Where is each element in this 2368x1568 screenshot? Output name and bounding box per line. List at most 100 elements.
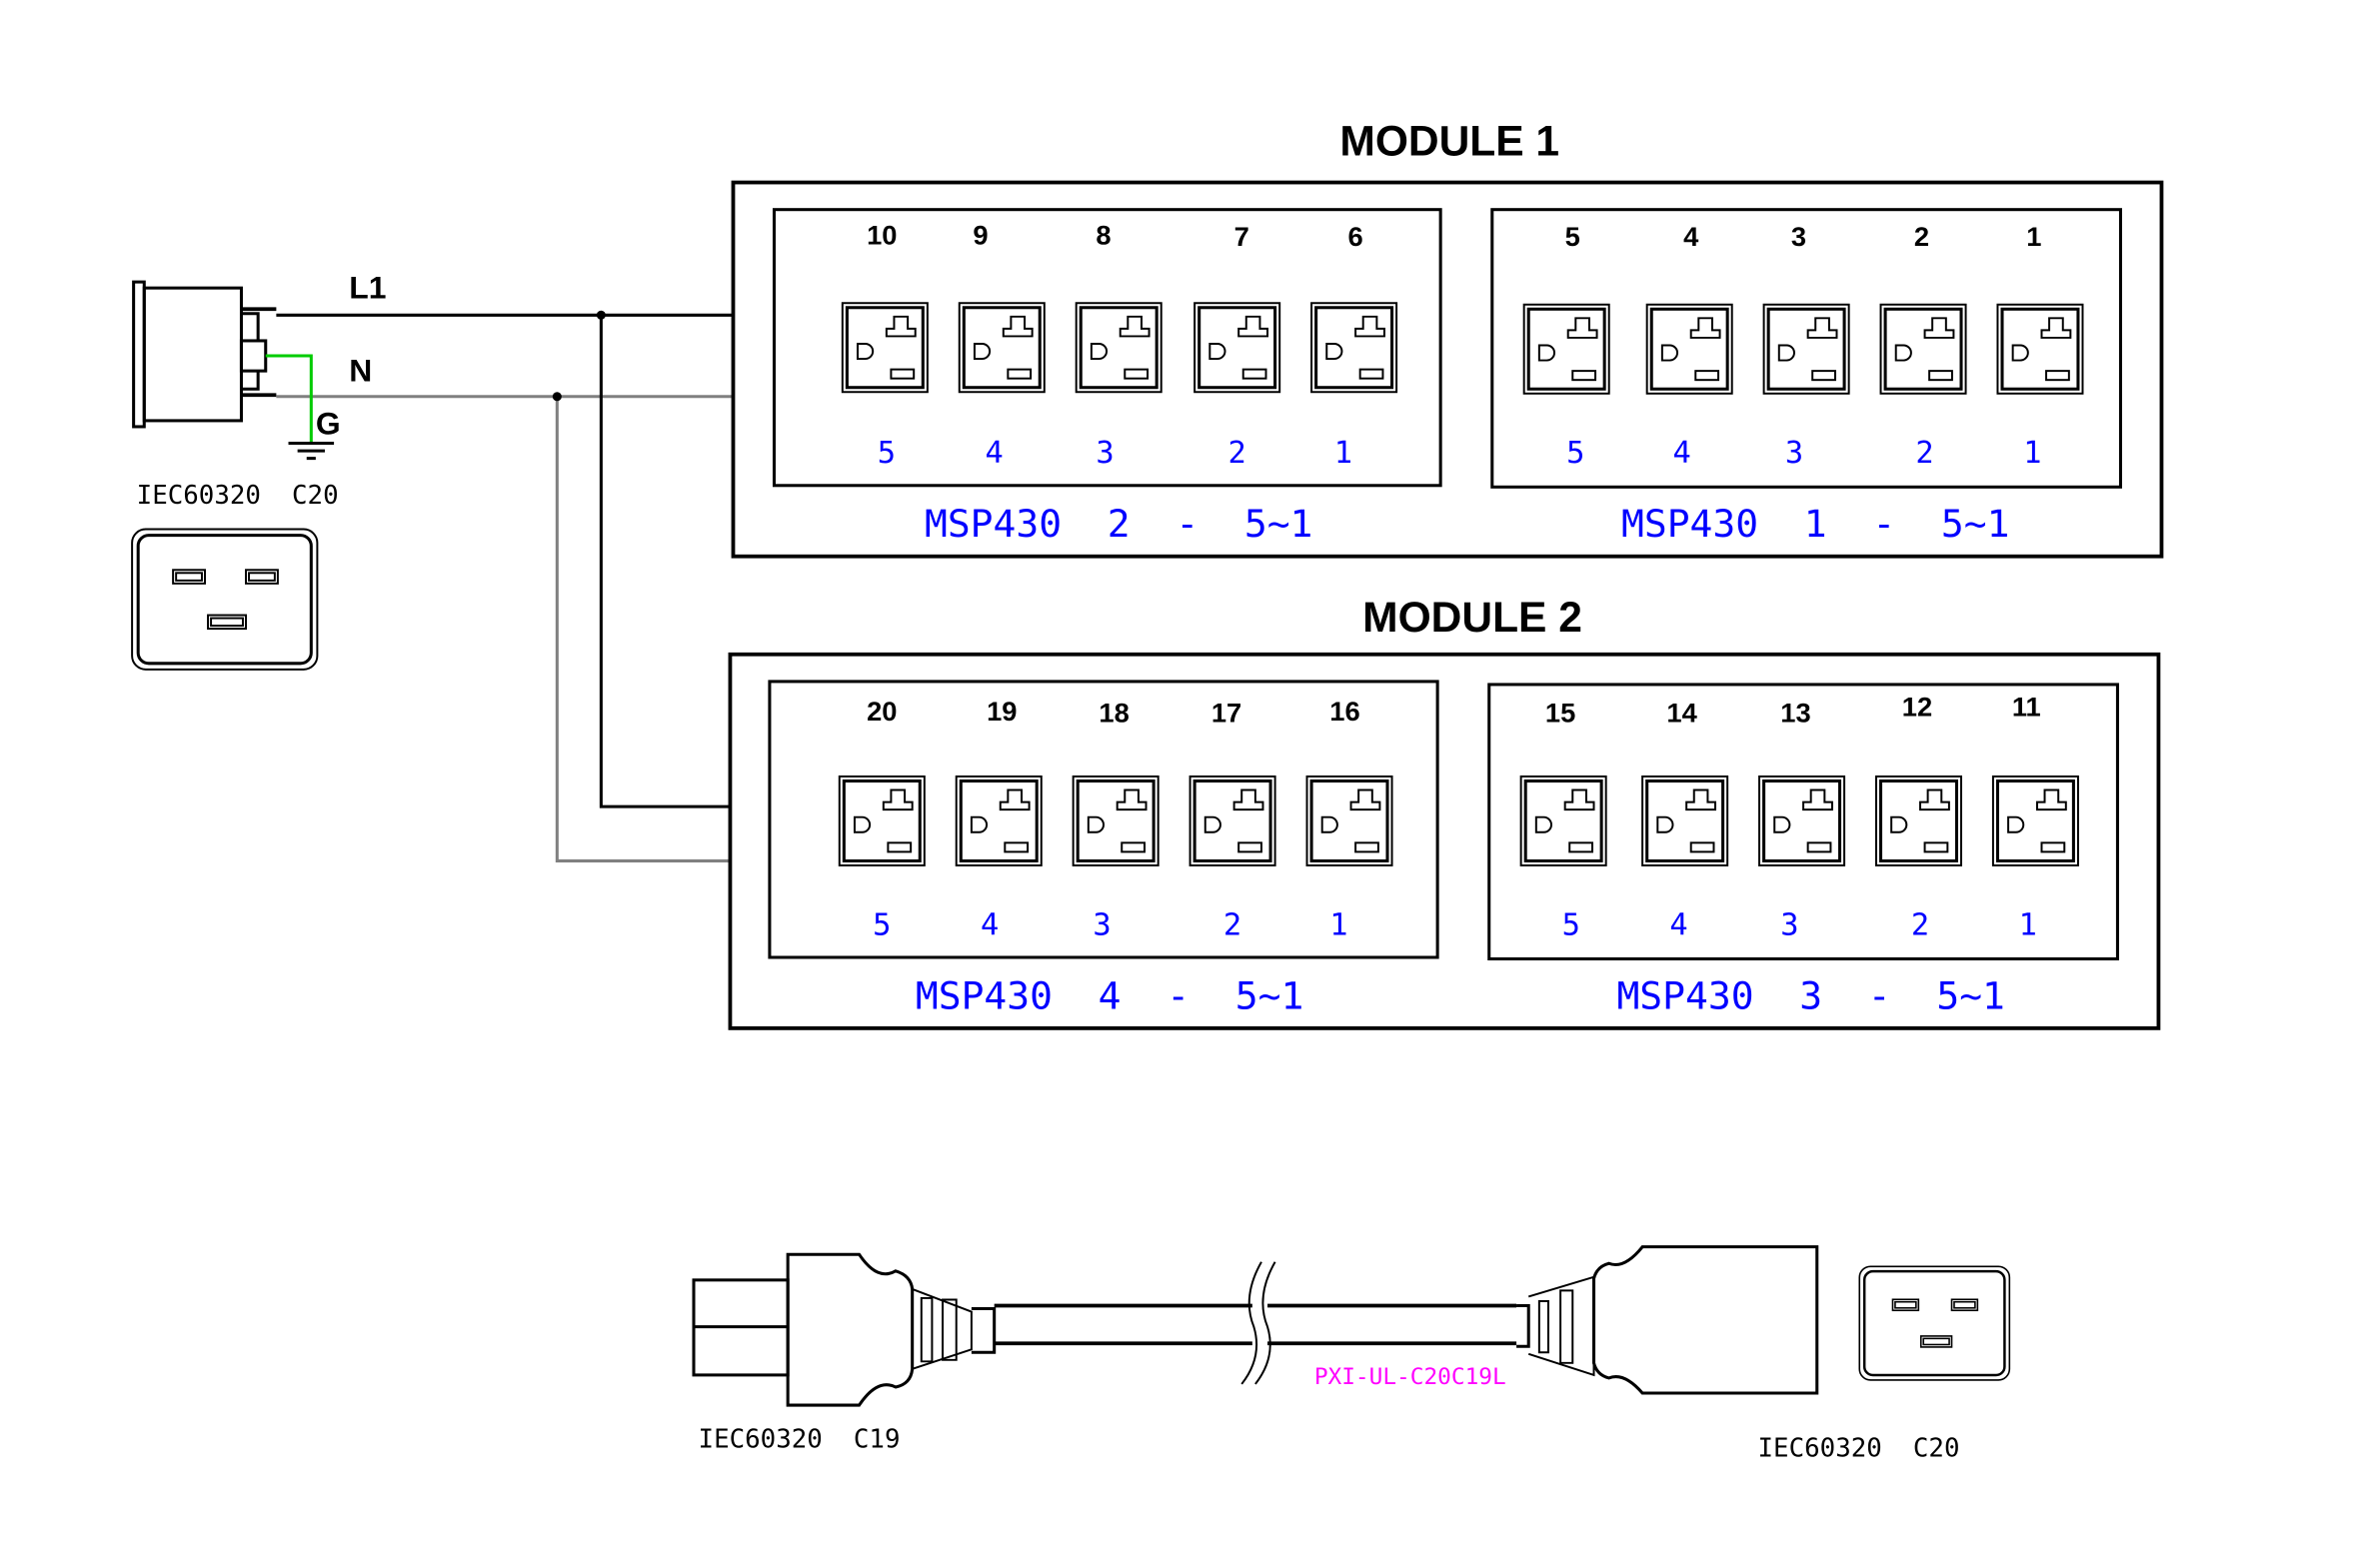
outlet-group: 20 19 18 17 16 5 4 3 2 1 MSP430 4 - 5~1 xyxy=(768,680,1439,1017)
channel-number: 5 xyxy=(1566,436,1584,471)
ground-symbol-icon xyxy=(288,442,335,461)
channel-number: 2 xyxy=(1228,436,1246,471)
outlet-number: 20 xyxy=(867,696,897,727)
module-2-frame xyxy=(728,652,2161,1030)
outlet-socket-icon[interactable] xyxy=(1879,303,1968,396)
c20-plug-icon xyxy=(1516,1245,1819,1395)
cable-body-left xyxy=(994,1303,1252,1346)
outlet-socket-icon[interactable] xyxy=(1192,301,1281,394)
inlet-body xyxy=(142,286,243,423)
outlet-socket-icon[interactable] xyxy=(841,301,930,394)
cable-break-icon xyxy=(1240,1261,1276,1385)
channel-number: 1 xyxy=(1329,907,1347,942)
outlet-number: 5 xyxy=(1565,221,1580,252)
l1-label: L1 xyxy=(349,270,386,306)
wiring xyxy=(265,310,734,862)
outlet-socket-icon[interactable] xyxy=(955,775,1044,867)
outlet-socket-icon[interactable] xyxy=(1188,775,1277,867)
channel-number: 1 xyxy=(2019,907,2037,942)
outlet-socket-icon[interactable] xyxy=(838,775,927,867)
outlet-number: 3 xyxy=(1791,221,1806,252)
inlet-c20-face-icon xyxy=(130,528,319,672)
module-2-title: MODULE 2 xyxy=(1362,594,1582,641)
module-2: MODULE 2 20 19 18 17 16 5 4 3 2 1 MSP430… xyxy=(728,594,2161,1030)
channel-number: 4 xyxy=(1672,436,1690,471)
channel-number: 3 xyxy=(1785,436,1803,471)
channel-number: 3 xyxy=(1096,436,1114,471)
outlet-socket-icon[interactable] xyxy=(1640,775,1729,867)
ground-wire xyxy=(265,354,313,443)
inlet-connector-label: IEC60320 C20 xyxy=(137,481,339,511)
outlet-socket-icon[interactable] xyxy=(1304,775,1394,867)
outlet-group-label: MSP430 2 - 5~1 xyxy=(925,502,1312,546)
outlet-group-label: MSP430 4 - 5~1 xyxy=(916,973,1303,1017)
outlet-number: 18 xyxy=(1099,698,1129,729)
neutral-junction-dot xyxy=(552,392,562,402)
outlet-socket-icon[interactable] xyxy=(1995,303,2085,396)
cable-part-number: PXI-UL-C20C19L xyxy=(1314,1364,1506,1390)
outlet-group: 5 4 3 2 1 5 4 3 2 1 MSP430 1 - 5~1 xyxy=(1490,208,2122,546)
outlet-number: 16 xyxy=(1329,696,1359,727)
outlet-socket-icon[interactable] xyxy=(1874,775,1963,867)
channel-number: 2 xyxy=(1911,907,1929,942)
outlet-number: 17 xyxy=(1211,698,1241,729)
module-1: MODULE 1 10 9 8 7 6 5 4 3 2 1 MSP430 2 -… xyxy=(731,118,2164,559)
neutral-label: N xyxy=(349,353,372,389)
outlet-number: 12 xyxy=(1902,692,1932,723)
channel-number: 1 xyxy=(1334,436,1352,471)
outlet-socket-icon[interactable] xyxy=(1075,301,1164,394)
power-cable xyxy=(692,1245,2011,1407)
outlet-socket-icon[interactable] xyxy=(1519,775,1608,867)
neutral-branch-module2 xyxy=(555,396,731,862)
outlet-number: 4 xyxy=(1683,221,1698,252)
outlet-socket-icon[interactable] xyxy=(958,301,1047,394)
outlet-number: 8 xyxy=(1096,219,1111,250)
outlet-number: 10 xyxy=(867,219,897,250)
outlet-number: 9 xyxy=(973,219,988,250)
outlet-group-frame xyxy=(1487,683,2119,961)
c19-connector-icon xyxy=(692,1252,997,1407)
l1-junction-dot xyxy=(596,310,606,320)
inlet-connector xyxy=(132,280,277,429)
channel-number: 3 xyxy=(1093,907,1111,942)
channel-number: 5 xyxy=(878,436,896,471)
outlet-group-frame xyxy=(1490,208,2122,489)
module-1-frame xyxy=(731,180,2164,559)
inlet-ground-pin xyxy=(239,339,268,373)
outlet-socket-icon[interactable] xyxy=(1757,775,1846,867)
outlet-numbers: 10 9 8 7 6 xyxy=(867,219,1363,251)
outlet-number: 2 xyxy=(1914,221,1929,252)
outlet-number: 1 xyxy=(2026,221,2041,252)
outlet-group: 10 9 8 7 6 5 4 3 2 1 MSP430 2 - 5~1 xyxy=(772,208,1442,546)
outlet-number: 15 xyxy=(1545,698,1575,729)
channel-number: 3 xyxy=(1780,907,1798,942)
outlet-socket-icon[interactable] xyxy=(1072,775,1161,867)
outlet-number: 11 xyxy=(2012,692,2041,723)
outlet-socket-icon[interactable] xyxy=(1309,301,1398,394)
outlet-group-label: MSP430 1 - 5~1 xyxy=(1621,502,2009,546)
outlet-socket-icon[interactable] xyxy=(1522,303,1611,396)
l1-branch-module2 xyxy=(599,315,731,808)
outlet-group-frame xyxy=(772,208,1442,488)
cable-left-connector-label: IEC60320 C19 xyxy=(699,1424,901,1454)
cable-c20-face-icon xyxy=(1858,1265,2011,1382)
cable-body-right xyxy=(1267,1303,1517,1346)
channel-number: 4 xyxy=(986,436,1004,471)
channel-number: 5 xyxy=(1562,907,1580,942)
inlet-pins xyxy=(241,307,277,398)
outlet-number: 13 xyxy=(1780,698,1810,729)
channel-number: 2 xyxy=(1915,436,1933,471)
outlet-group-frame xyxy=(768,680,1439,959)
inlet-flange xyxy=(132,280,146,429)
outlet-socket-icon[interactable] xyxy=(1762,303,1851,396)
outlet-group: 15 14 13 12 11 5 4 3 2 1 MSP430 3 - 5~1 xyxy=(1487,683,2119,1017)
channel-number: 1 xyxy=(2023,436,2041,471)
channel-number: 2 xyxy=(1223,907,1241,942)
outlet-socket-icon[interactable] xyxy=(1991,775,2080,867)
outlet-socket-icon[interactable] xyxy=(1645,303,1734,396)
channel-number: 4 xyxy=(1669,907,1687,942)
channel-number: 5 xyxy=(873,907,891,942)
outlet-number: 7 xyxy=(1234,221,1249,252)
outlet-number: 6 xyxy=(1347,221,1362,252)
